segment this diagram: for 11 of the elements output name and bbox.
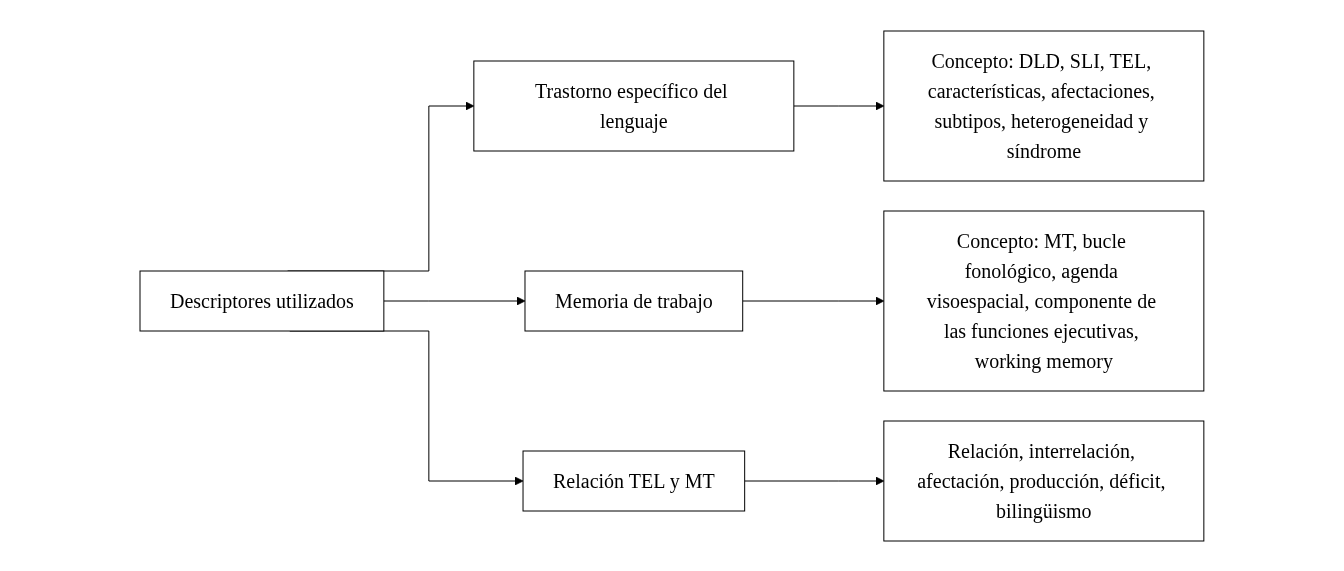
node-box: Relación TEL y MT bbox=[522, 450, 746, 511]
node-box: Concepto: MT, bucle fonológico, agenda visoespacial, componente de las funciones ejecutivas, working memory bbox=[883, 210, 1205, 391]
node-box: Relación, interrelación, afectación, producción, déficit, bilingüismo bbox=[883, 420, 1205, 541]
arrow bbox=[744, 476, 885, 485]
arrow bbox=[742, 296, 885, 305]
node-box: Memoria de trabajo bbox=[524, 270, 744, 331]
node-box: Descriptores utilizados bbox=[139, 270, 385, 331]
node-box: Concepto: DLD, SLI, TEL, características, afectaciones, subtipos, heterogeneidad y síndrome bbox=[883, 30, 1205, 181]
arrow bbox=[793, 101, 885, 110]
node-box: Trastorno específico del lenguaje bbox=[473, 60, 795, 151]
arrow bbox=[383, 296, 526, 305]
